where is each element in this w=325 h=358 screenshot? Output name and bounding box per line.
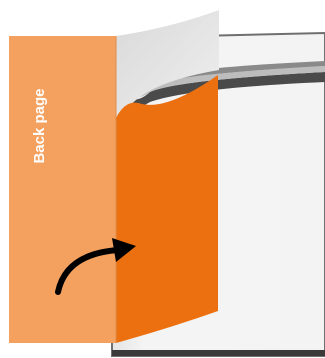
back-page-label: Back page — [31, 88, 48, 164]
curved-arrow-icon — [55, 238, 136, 295]
back-page-panel — [9, 36, 116, 343]
flipped-page — [116, 10, 219, 120]
page-stack-edges — [116, 61, 325, 108]
front-cover-panel — [116, 75, 218, 343]
